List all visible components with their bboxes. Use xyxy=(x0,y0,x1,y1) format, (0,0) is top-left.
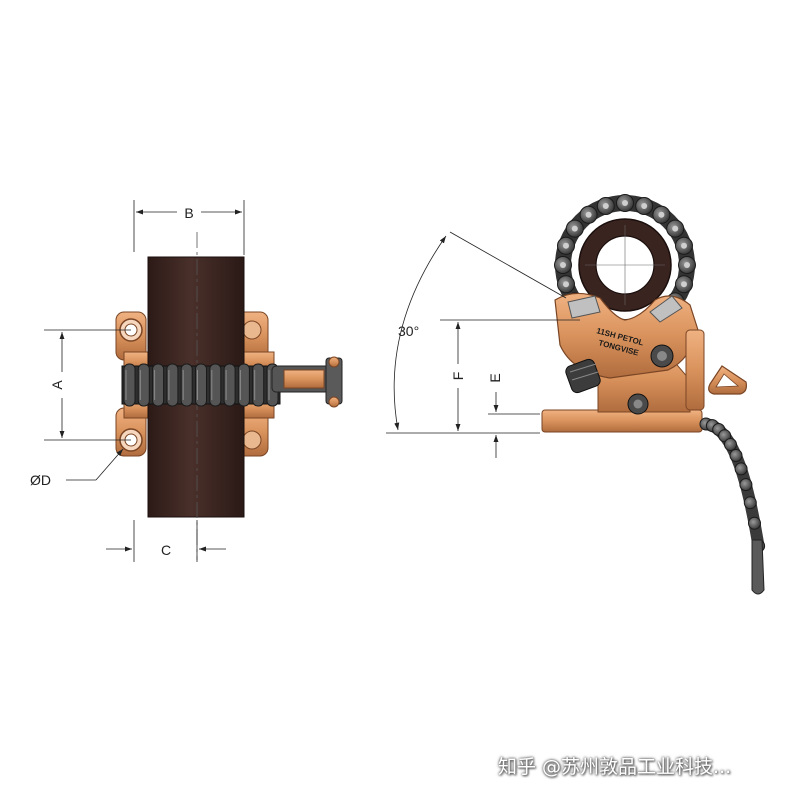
dim-b-label: B xyxy=(184,205,193,221)
chain-hook-icon xyxy=(751,539,765,595)
front-view: B A ØD C xyxy=(30,200,343,562)
dim-e-label: E xyxy=(487,373,503,382)
side-view: 11SH PETOL TONGVISE 30° F E xyxy=(386,194,766,595)
chain-front xyxy=(121,363,281,407)
watermark: 知乎 @苏州敦品工业科技... xyxy=(498,756,732,778)
vise-body-side: 11SH PETOL TONGVISE xyxy=(541,292,747,433)
vise-base xyxy=(541,409,703,433)
dim-c-label: C xyxy=(161,542,171,558)
chain-tail xyxy=(699,417,766,553)
screw-icon xyxy=(565,358,601,394)
dim-f-label: F xyxy=(450,372,466,381)
dim-d-label: ØD xyxy=(30,472,51,488)
dim-angle-label: 30° xyxy=(398,323,419,339)
chain-handle xyxy=(271,356,343,408)
dim-a-label: A xyxy=(49,380,65,390)
